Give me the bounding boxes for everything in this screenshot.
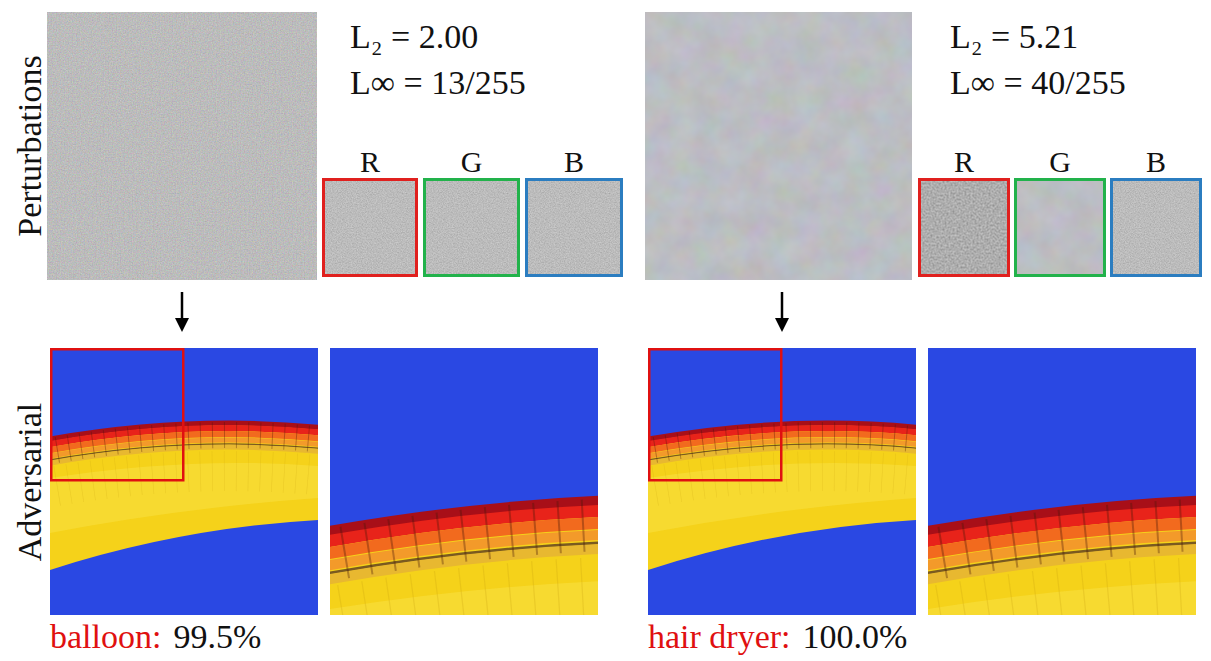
- channel-image: [1110, 178, 1202, 277]
- channel-label: G: [423, 145, 520, 178]
- channel-label: G: [1014, 145, 1106, 178]
- channel-panel: R: [918, 145, 1010, 277]
- channel-panel: R: [322, 145, 418, 277]
- channel-noise: [528, 181, 620, 274]
- norm-value: L∞ = 13/255: [350, 64, 526, 101]
- class-label: hair dryer:: [648, 618, 791, 655]
- adversarial-image: [50, 348, 318, 615]
- channel-noise: [325, 181, 415, 274]
- norm-value: L₂ = 5.21: [950, 18, 1078, 55]
- channel-image: [322, 178, 418, 277]
- channel-image: [1014, 178, 1106, 277]
- channel-panel: G: [1014, 145, 1106, 277]
- channel-label: R: [322, 145, 418, 178]
- channel-panel: G: [423, 145, 520, 277]
- zoomed-image: [928, 348, 1196, 615]
- channel-noise: [1017, 181, 1103, 274]
- channel-image: [423, 178, 520, 277]
- norm-value: L₂ = 2.00: [350, 18, 478, 55]
- channel-noise: [1113, 181, 1199, 274]
- zoomed-image: [330, 348, 598, 615]
- perturbation-image: [645, 12, 912, 280]
- channel-label: B: [525, 145, 623, 178]
- channel-noise: [426, 181, 517, 274]
- channel-label: R: [918, 145, 1010, 178]
- channel-panel: B: [525, 145, 623, 277]
- confidence-value: 100.0%: [803, 618, 908, 655]
- perturbation-image: [47, 12, 317, 280]
- channel-image: [918, 178, 1010, 277]
- channel-noise: [921, 181, 1007, 274]
- adversarial-image: [648, 348, 916, 615]
- row-title: Perturbations: [11, 55, 48, 236]
- row-title: Adversarial: [11, 403, 48, 562]
- confidence-value: 99.5%: [173, 618, 261, 655]
- channel-image: [525, 178, 623, 277]
- class-label: balloon:: [50, 618, 161, 655]
- channel-panel: B: [1110, 145, 1202, 277]
- channel-label: B: [1110, 145, 1202, 178]
- norm-value: L∞ = 40/255: [950, 64, 1126, 101]
